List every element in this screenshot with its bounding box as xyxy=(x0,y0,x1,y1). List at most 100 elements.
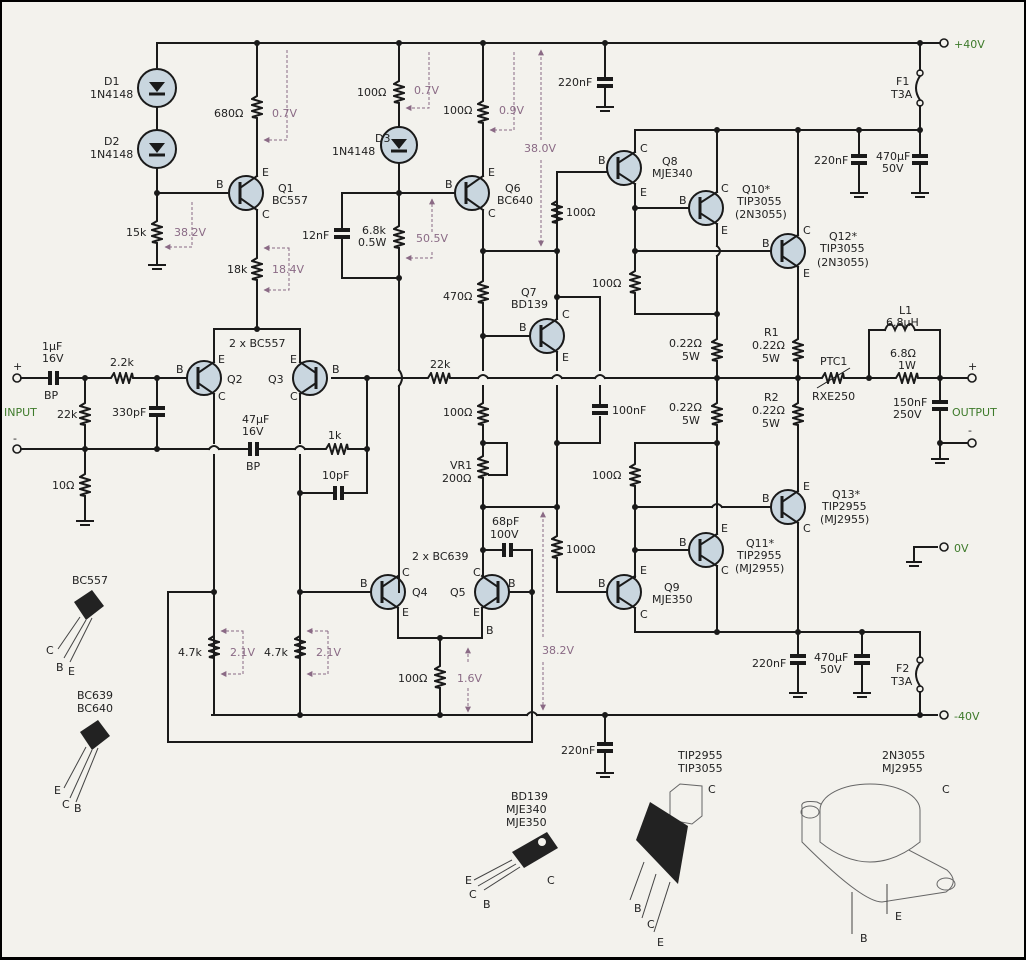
q9-part: MJE350 xyxy=(652,593,693,606)
fuse-f1-value: T3A xyxy=(890,88,913,101)
to126-label-2: MJE340 xyxy=(506,803,547,816)
q9-ref: Q9 xyxy=(664,581,680,594)
output-label: OUTPUT xyxy=(952,406,997,419)
q6-part: BC640 xyxy=(497,194,533,207)
resistor-10-label: 10Ω xyxy=(52,479,74,492)
input-plus-sign: + xyxy=(13,360,22,373)
q11-part: TIP2955 xyxy=(736,549,782,562)
resistor-100-q6-label: 100Ω xyxy=(443,104,472,117)
q8-pin-c: C xyxy=(640,142,648,155)
resistor-100-vr-label: 100Ω xyxy=(443,406,472,419)
ground-terminal-circle[interactable] xyxy=(939,542,949,552)
cap-12n-label: 12nF xyxy=(302,229,329,242)
q9-pin-e: E xyxy=(640,564,647,577)
cap-470u-neg-voltage: 50V xyxy=(820,663,842,676)
to220-label-2: TIP3055 xyxy=(677,762,723,775)
package-to92-bc639-bc640: BC639 BC640 E C B xyxy=(54,689,113,815)
resistor-15k-label: 15k xyxy=(126,226,147,239)
q2-q3-pair-label: 2 x BC557 xyxy=(229,337,286,350)
cap-330p-label: 330pF xyxy=(112,406,146,419)
r1-power: 5W xyxy=(762,352,780,365)
q7-ref: Q7 xyxy=(521,286,537,299)
resistor-2k2 xyxy=(107,372,137,384)
resistor-680 xyxy=(251,92,263,122)
output-minus-terminal[interactable] xyxy=(967,438,977,448)
cap-150n-voltage: 250V xyxy=(893,408,922,421)
cap-68p-voltage: 100V xyxy=(490,528,519,541)
resistor-6r8 xyxy=(892,372,922,384)
d1-part: 1N4148 xyxy=(90,88,133,101)
transistor-q1 xyxy=(228,175,264,211)
d3-part: 1N4148 xyxy=(332,145,375,158)
output-plus-sign: + xyxy=(968,360,977,373)
cap-47u-label: 47µF xyxy=(242,413,269,426)
to92-a-pin-2: B xyxy=(56,661,64,674)
transistor-q13 xyxy=(770,489,806,525)
q11-pin-e: E xyxy=(721,522,728,535)
voltage-tail: 1.6V xyxy=(457,672,482,685)
q7-part: BD139 xyxy=(511,298,548,311)
q5-pin-b: B xyxy=(508,577,516,590)
to220-pin-tab: C xyxy=(708,783,716,796)
to126-pin-1: E xyxy=(465,874,472,887)
to126-label-3: MJE350 xyxy=(506,816,547,829)
q9-pin-c: C xyxy=(640,608,648,621)
q8-pin-b: B xyxy=(598,154,606,167)
q8-ref: Q8 xyxy=(662,155,678,168)
resistor-4k7-b-label: 4.7k xyxy=(264,646,288,659)
resistor-100-q9b-label: 100Ω xyxy=(566,543,595,556)
to3-pin-case: C xyxy=(942,783,950,796)
q4-pin-b: B xyxy=(360,577,368,590)
resistor-18k xyxy=(251,254,263,284)
positive-rail-label: +40V xyxy=(954,38,985,51)
resistor-15k xyxy=(151,217,163,247)
q12-ref: Q12* xyxy=(829,230,858,243)
resistor-022-a xyxy=(711,335,723,365)
q6-pin-c: C xyxy=(488,207,496,220)
cap-220n-pos-label: 220nF xyxy=(814,154,848,167)
output-plus-terminal[interactable] xyxy=(967,373,977,383)
q5-ref: Q5 xyxy=(450,586,466,599)
q10-part: TIP3055 xyxy=(736,195,782,208)
resistor-4k7-a xyxy=(208,632,220,662)
transistor-q11 xyxy=(688,532,724,568)
resistor-470-label: 470Ω xyxy=(443,290,472,303)
input-plus-terminal[interactable] xyxy=(12,373,22,383)
resistor-r1 xyxy=(792,335,804,365)
q3-ref: Q3 xyxy=(268,373,284,386)
resistor-10 xyxy=(79,470,91,500)
voltage-d3: 0.7V xyxy=(414,84,439,97)
q10-alt: (2N3055) xyxy=(735,208,787,221)
resistor-r2 xyxy=(792,399,804,429)
resistor-022-a-label: 0.22Ω xyxy=(669,337,702,350)
resistor-22k-feedback xyxy=(424,372,454,384)
ptc1-ref: PTC1 xyxy=(820,355,847,368)
resistor-22k-input xyxy=(79,399,91,429)
to126-pin-2: C xyxy=(469,888,477,901)
cap-10p-label: 10pF xyxy=(322,469,349,482)
transistor-q10 xyxy=(688,190,724,226)
q1-ref: Q1 xyxy=(278,182,294,195)
positive-rail-terminal[interactable] xyxy=(939,38,949,48)
cap-470u-pos-voltage: 50V xyxy=(882,162,904,175)
q11-ref: Q11* xyxy=(746,537,775,550)
potentiometer-vr1[interactable] xyxy=(477,452,489,482)
q10-pin-c: C xyxy=(721,182,729,195)
input-label: INPUT xyxy=(4,406,37,419)
q1-pin-c: C xyxy=(262,208,270,221)
resistor-100-d3 xyxy=(393,77,405,107)
voltage-18k: 18.4V xyxy=(272,263,304,276)
voltage-6k8: 50.5V xyxy=(416,232,448,245)
resistor-4k7-b xyxy=(294,632,306,662)
negative-rail-terminal[interactable] xyxy=(939,710,949,720)
to220-pin-2: C xyxy=(647,918,655,931)
to92-b-pin-1: E xyxy=(54,784,61,797)
resistor-6k8 xyxy=(393,222,405,252)
q10-pin-b: B xyxy=(679,194,687,207)
resistor-1k xyxy=(322,443,352,455)
r1-ref: R1 xyxy=(764,326,779,339)
input-minus-terminal[interactable] xyxy=(12,444,22,454)
transistor-q2 xyxy=(186,360,222,396)
